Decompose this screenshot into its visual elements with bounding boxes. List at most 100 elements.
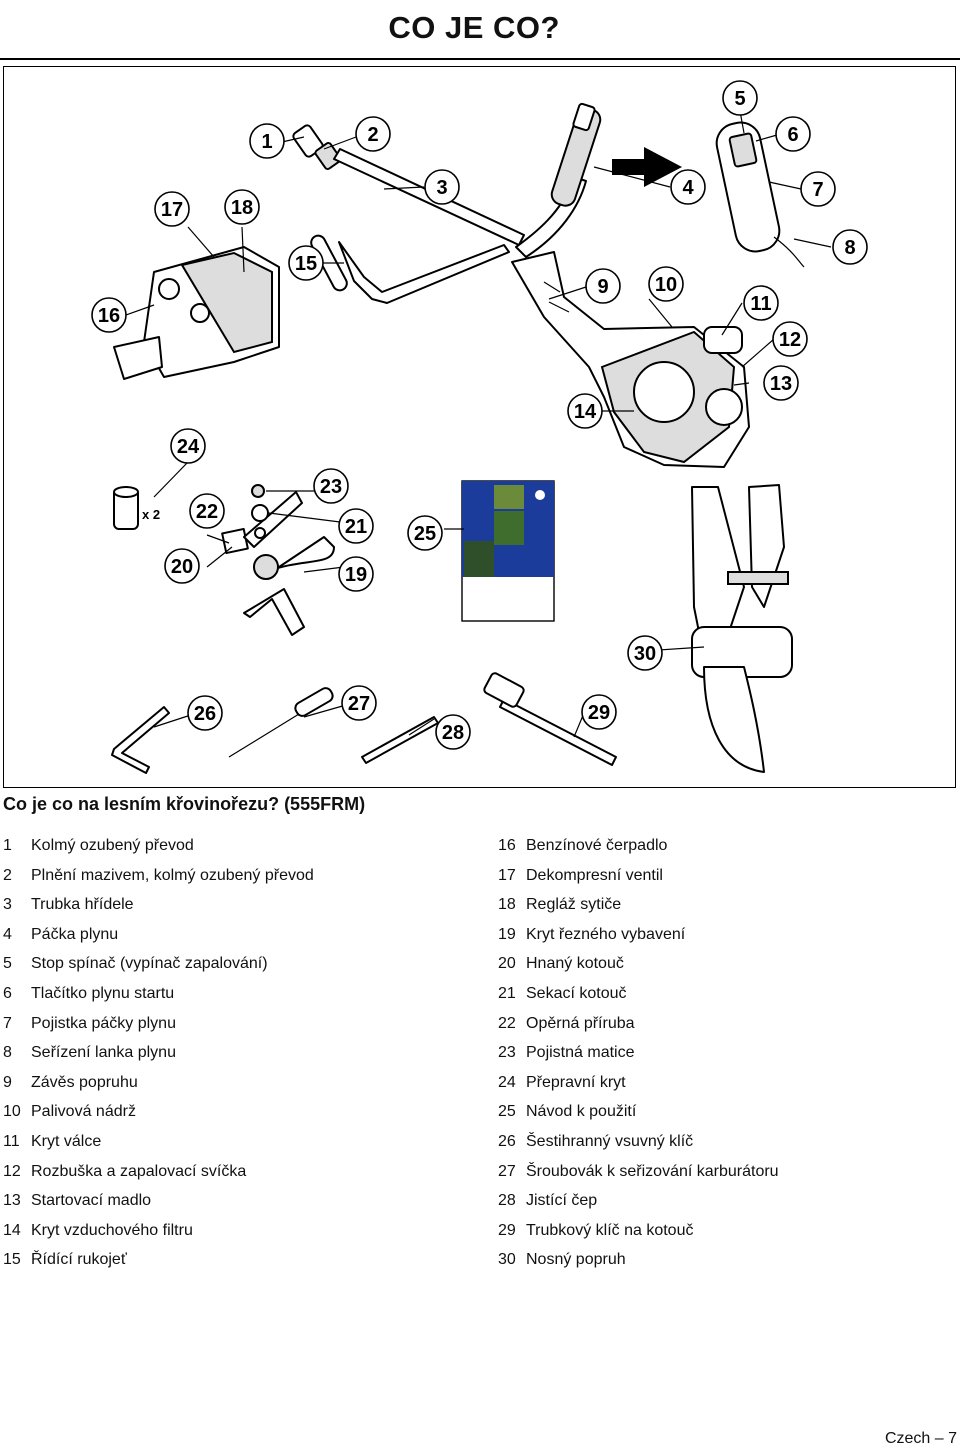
callout-1: 1 bbox=[261, 131, 272, 153]
item-label: Regláž sytiče bbox=[526, 896, 622, 914]
item-number: 24 bbox=[498, 1073, 516, 1091]
callout-26: 26 bbox=[194, 703, 216, 725]
callout-19: 19 bbox=[345, 564, 367, 586]
item-label: Sekací kotouč bbox=[526, 984, 627, 1002]
item-label: Trubka hřídele bbox=[31, 896, 134, 914]
callout-22: 22 bbox=[196, 501, 218, 523]
item-label: Pojistná matice bbox=[526, 1044, 635, 1062]
item-number: 30 bbox=[498, 1251, 516, 1269]
page-footer: Czech – 7 bbox=[884, 1430, 957, 1447]
transport-guard-icon bbox=[113, 486, 139, 530]
callout-4: 4 bbox=[682, 177, 694, 199]
item-number: 23 bbox=[498, 1044, 516, 1062]
callout-25: 25 bbox=[414, 523, 436, 545]
item-number: 28 bbox=[498, 1192, 516, 1210]
list-item: 10 Palivová nádrž bbox=[3, 1102, 314, 1132]
item-label: Nosný popruh bbox=[526, 1251, 626, 1269]
callout-8: 8 bbox=[844, 237, 855, 259]
item-label: Návod k použití bbox=[526, 1103, 637, 1121]
list-item: 29 Trubkový klíč na kotouč bbox=[498, 1221, 779, 1251]
item-label: Přepravní kryt bbox=[526, 1073, 626, 1091]
saw-blade-icon bbox=[221, 484, 335, 636]
item-number: 5 bbox=[3, 955, 12, 973]
item-number: 10 bbox=[3, 1103, 21, 1121]
section-heading: Co je co na lesním křovinořezu? (555FRM) bbox=[3, 794, 366, 814]
callout-27: 27 bbox=[348, 693, 370, 715]
callout-14: 14 bbox=[574, 401, 597, 423]
manual-book-icon bbox=[461, 480, 555, 622]
callout-24: 24 bbox=[177, 436, 200, 458]
callout-3: 3 bbox=[436, 177, 447, 199]
item-number: 17 bbox=[498, 866, 516, 884]
list-item: 14 Kryt vzduchového filtru bbox=[3, 1221, 314, 1251]
tube-spanner-icon bbox=[483, 672, 617, 766]
item-label: Kryt válce bbox=[31, 1132, 102, 1150]
item-number: 9 bbox=[3, 1073, 12, 1091]
page-title-bar: CO JE CO? bbox=[0, 0, 960, 60]
parts-diagram: x 2 bbox=[3, 66, 956, 788]
item-label: Dekompresní ventil bbox=[526, 866, 663, 884]
item-label: Kolmý ozubený převod bbox=[31, 837, 194, 854]
callout-13: 13 bbox=[770, 373, 792, 395]
callout-2: 2 bbox=[367, 124, 378, 146]
arrow-icon bbox=[612, 147, 682, 187]
callout-12: 12 bbox=[779, 329, 801, 351]
item-label: Trubkový klíč na kotouč bbox=[526, 1221, 694, 1239]
list-item: 11 Kryt válce bbox=[3, 1132, 314, 1162]
callout-11: 11 bbox=[750, 293, 771, 315]
item-number: 1 bbox=[3, 837, 12, 854]
item-label: Seřízení lanka plynu bbox=[31, 1044, 176, 1062]
callout-10: 10 bbox=[655, 274, 677, 296]
callout-30: 30 bbox=[634, 643, 656, 665]
callout-17: 17 bbox=[161, 199, 183, 221]
item-label: Palivová nádrž bbox=[31, 1103, 136, 1121]
item-number: 6 bbox=[3, 984, 12, 1002]
list-item: 21 Sekací kotouč bbox=[498, 984, 779, 1014]
callout-9: 9 bbox=[597, 276, 608, 298]
leader-lines bbox=[125, 110, 832, 738]
list-item: 30 Nosný popruh bbox=[498, 1250, 779, 1280]
callout-15: 15 bbox=[295, 253, 317, 275]
list-item: 1 Kolmý ozubený převod bbox=[3, 836, 314, 866]
item-label: Benzínové čerpadlo bbox=[526, 837, 668, 854]
fuel-pump-icon bbox=[113, 246, 280, 380]
item-number: 4 bbox=[3, 925, 12, 943]
callout-29: 29 bbox=[588, 702, 610, 724]
item-label: Závěs popruhu bbox=[31, 1073, 138, 1091]
item-label: Startovací madlo bbox=[31, 1192, 152, 1210]
item-number: 14 bbox=[3, 1221, 21, 1239]
item-label: Šroubovák k seřizování karburátoru bbox=[526, 1162, 779, 1180]
item-number: 29 bbox=[498, 1221, 516, 1239]
callout-20: 20 bbox=[171, 556, 193, 578]
item-label: Kryt vzduchového filtru bbox=[31, 1221, 193, 1239]
item-number: 15 bbox=[3, 1251, 21, 1269]
multiplier-label: x 2 bbox=[142, 507, 160, 522]
item-number: 21 bbox=[498, 984, 516, 1002]
list-item: 25 Návod k použití bbox=[498, 1102, 779, 1132]
callout-7: 7 bbox=[812, 179, 823, 201]
item-number: 19 bbox=[498, 925, 516, 943]
item-number: 18 bbox=[498, 896, 516, 914]
item-number: 11 bbox=[3, 1132, 20, 1150]
list-item: 23 Pojistná matice bbox=[498, 1043, 779, 1073]
item-number: 26 bbox=[498, 1132, 516, 1150]
item-number: 25 bbox=[498, 1103, 516, 1121]
list-item: 9 Závěs popruhu bbox=[3, 1073, 314, 1103]
callout-23: 23 bbox=[320, 476, 342, 498]
